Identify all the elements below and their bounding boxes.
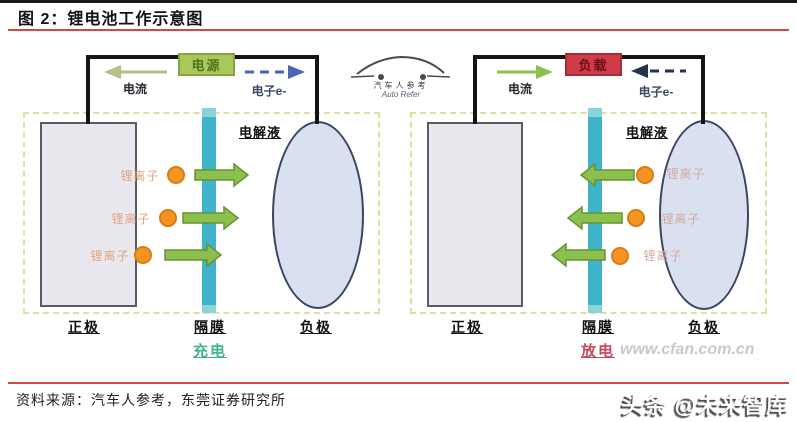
car-logo-wheel-icon <box>378 74 384 80</box>
footer-rule <box>8 382 789 384</box>
ion-arrow-left-icon <box>566 205 623 231</box>
lithium-ion-icon <box>636 166 654 184</box>
ion-arrow-left-icon <box>579 162 635 188</box>
discharge-negative-electrode <box>659 120 749 310</box>
car-logo-icon <box>356 55 445 75</box>
discharge-negative-terminal-label: 负极 <box>688 319 720 335</box>
lithium-ion-label: 锂离子 <box>111 212 151 226</box>
charge-positive-electrode <box>40 122 137 307</box>
lithium-ion-label: 锂离子 <box>90 249 130 263</box>
discharge-current-label: 电流 <box>507 82 532 96</box>
lithium-ion-icon <box>627 209 645 227</box>
discharge-positive-electrode <box>427 122 523 307</box>
charge-electron-label: 电子e- <box>251 84 287 98</box>
lithium-ion-icon <box>159 209 177 227</box>
load-label: 负载 <box>578 58 609 73</box>
charge-positive-terminal-label: 正极 <box>68 319 100 335</box>
discharge-electron-label: 电子e- <box>638 85 674 99</box>
brand-watermark: 头条 @未来智库 <box>621 393 789 418</box>
logo-subtitle: Auto Refer <box>381 90 421 99</box>
title-underline-rule <box>8 29 789 31</box>
charge-negative-electrode <box>272 121 364 309</box>
discharge-separator-membrane <box>588 108 602 313</box>
charge-current-label: 电流 <box>122 82 147 96</box>
discharge-electron-arrowhead-icon <box>631 64 648 78</box>
ion-arrow-left-icon <box>550 242 606 268</box>
car-logo-baseline <box>350 75 451 78</box>
load-box: 负载 <box>565 53 622 76</box>
top-border-line <box>0 0 797 3</box>
charge-separator-label: 隔膜 <box>194 319 226 335</box>
charge-current-arrowhead-icon <box>104 65 121 79</box>
charge-mode-label: 充电 <box>192 343 227 360</box>
discharge-separator-label: 隔膜 <box>582 319 614 335</box>
figure-title: 图 2：锂电池工作示意图 <box>18 11 204 28</box>
lithium-ion-icon <box>167 166 185 184</box>
power-source-box: 电源 <box>178 53 235 76</box>
discharge-positive-terminal-label: 正极 <box>451 319 483 335</box>
discharge-mode-label: 放电 <box>580 343 615 360</box>
power-source-label: 电源 <box>191 58 222 73</box>
lithium-ion-icon <box>611 247 629 265</box>
ion-arrow-right-icon <box>194 162 250 188</box>
source-note: 资料来源：汽车人参考，东莞证券研究所 <box>16 392 286 408</box>
lithium-ion-label: 锂离子 <box>120 169 160 183</box>
lithium-ion-label: 锂离子 <box>661 212 701 226</box>
charge-cell-boundary <box>23 112 380 314</box>
site-watermark: www.cfan.com.cn <box>620 341 755 358</box>
ion-arrow-right-icon <box>182 205 240 231</box>
charge-electrolyte-label: 电解液 <box>238 125 281 140</box>
charge-negative-terminal-label: 负极 <box>300 319 332 335</box>
lithium-ion-icon <box>134 246 152 264</box>
ion-arrow-right-icon <box>164 242 223 268</box>
lithium-ion-label: 锂离子 <box>643 249 683 263</box>
logo-title: 汽车人参考 <box>373 81 429 90</box>
lithium-ion-label: 锂离子 <box>666 167 706 181</box>
discharge-current-arrowhead-icon <box>536 65 553 79</box>
discharge-electrolyte-label: 电解液 <box>625 125 668 140</box>
car-logo-wheel-icon <box>420 74 426 80</box>
charge-electron-arrowhead-icon <box>288 65 305 79</box>
